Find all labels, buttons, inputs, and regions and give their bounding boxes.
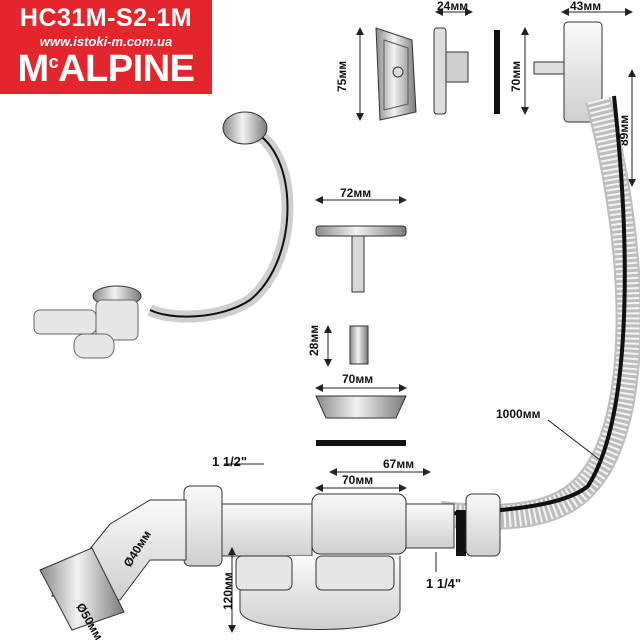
dim-label-70-a: 70мм [342, 372, 373, 386]
dim-label-70-top: 70мм [509, 61, 523, 92]
strainer-gasket [316, 440, 406, 446]
website-url: www.istoki-m.com.ua [39, 34, 173, 49]
dim-label-43: 43мм [570, 0, 601, 13]
strainer-part [315, 395, 407, 419]
control-cable [357, 95, 627, 518]
dim-label-28: 28мм [307, 325, 321, 356]
dim-label-120: 120мм [221, 572, 235, 610]
brand-banner: HC31M-S2-1M www.istoki-m.com.ua McALPINE [0, 0, 212, 94]
dim-label-70-b: 70мм [342, 473, 373, 487]
dim-label-75: 75мм [335, 61, 349, 92]
overflow-body-part [433, 27, 469, 115]
thread-label-top: 1 1/2" [212, 454, 247, 469]
overflow-gasket [494, 30, 500, 114]
product-photo [33, 111, 294, 359]
overflow-elbow-part [533, 21, 603, 123]
dim-label-24: 24мм [437, 0, 468, 13]
trap-assembly [39, 485, 501, 631]
brand-sup: c [48, 52, 59, 72]
dim-label-1000: 1000мм [496, 407, 541, 421]
plug-disc-part [315, 225, 407, 293]
dim-label-67: 67мм [383, 457, 414, 471]
brand-logo: McALPINE [0, 48, 212, 91]
dim-label-72: 72мм [340, 186, 371, 200]
model-number: HC31M-S2-1M [19, 4, 193, 32]
brand-suffix: ALPINE [58, 48, 195, 90]
flexible-hose [438, 96, 640, 530]
overflow-cover-part [375, 27, 417, 121]
plug-screw-part [349, 325, 369, 365]
leader-1000 [547, 419, 601, 461]
brand-prefix: M [17, 48, 49, 90]
thread-label-bottom: 1 1/4" [426, 576, 461, 591]
